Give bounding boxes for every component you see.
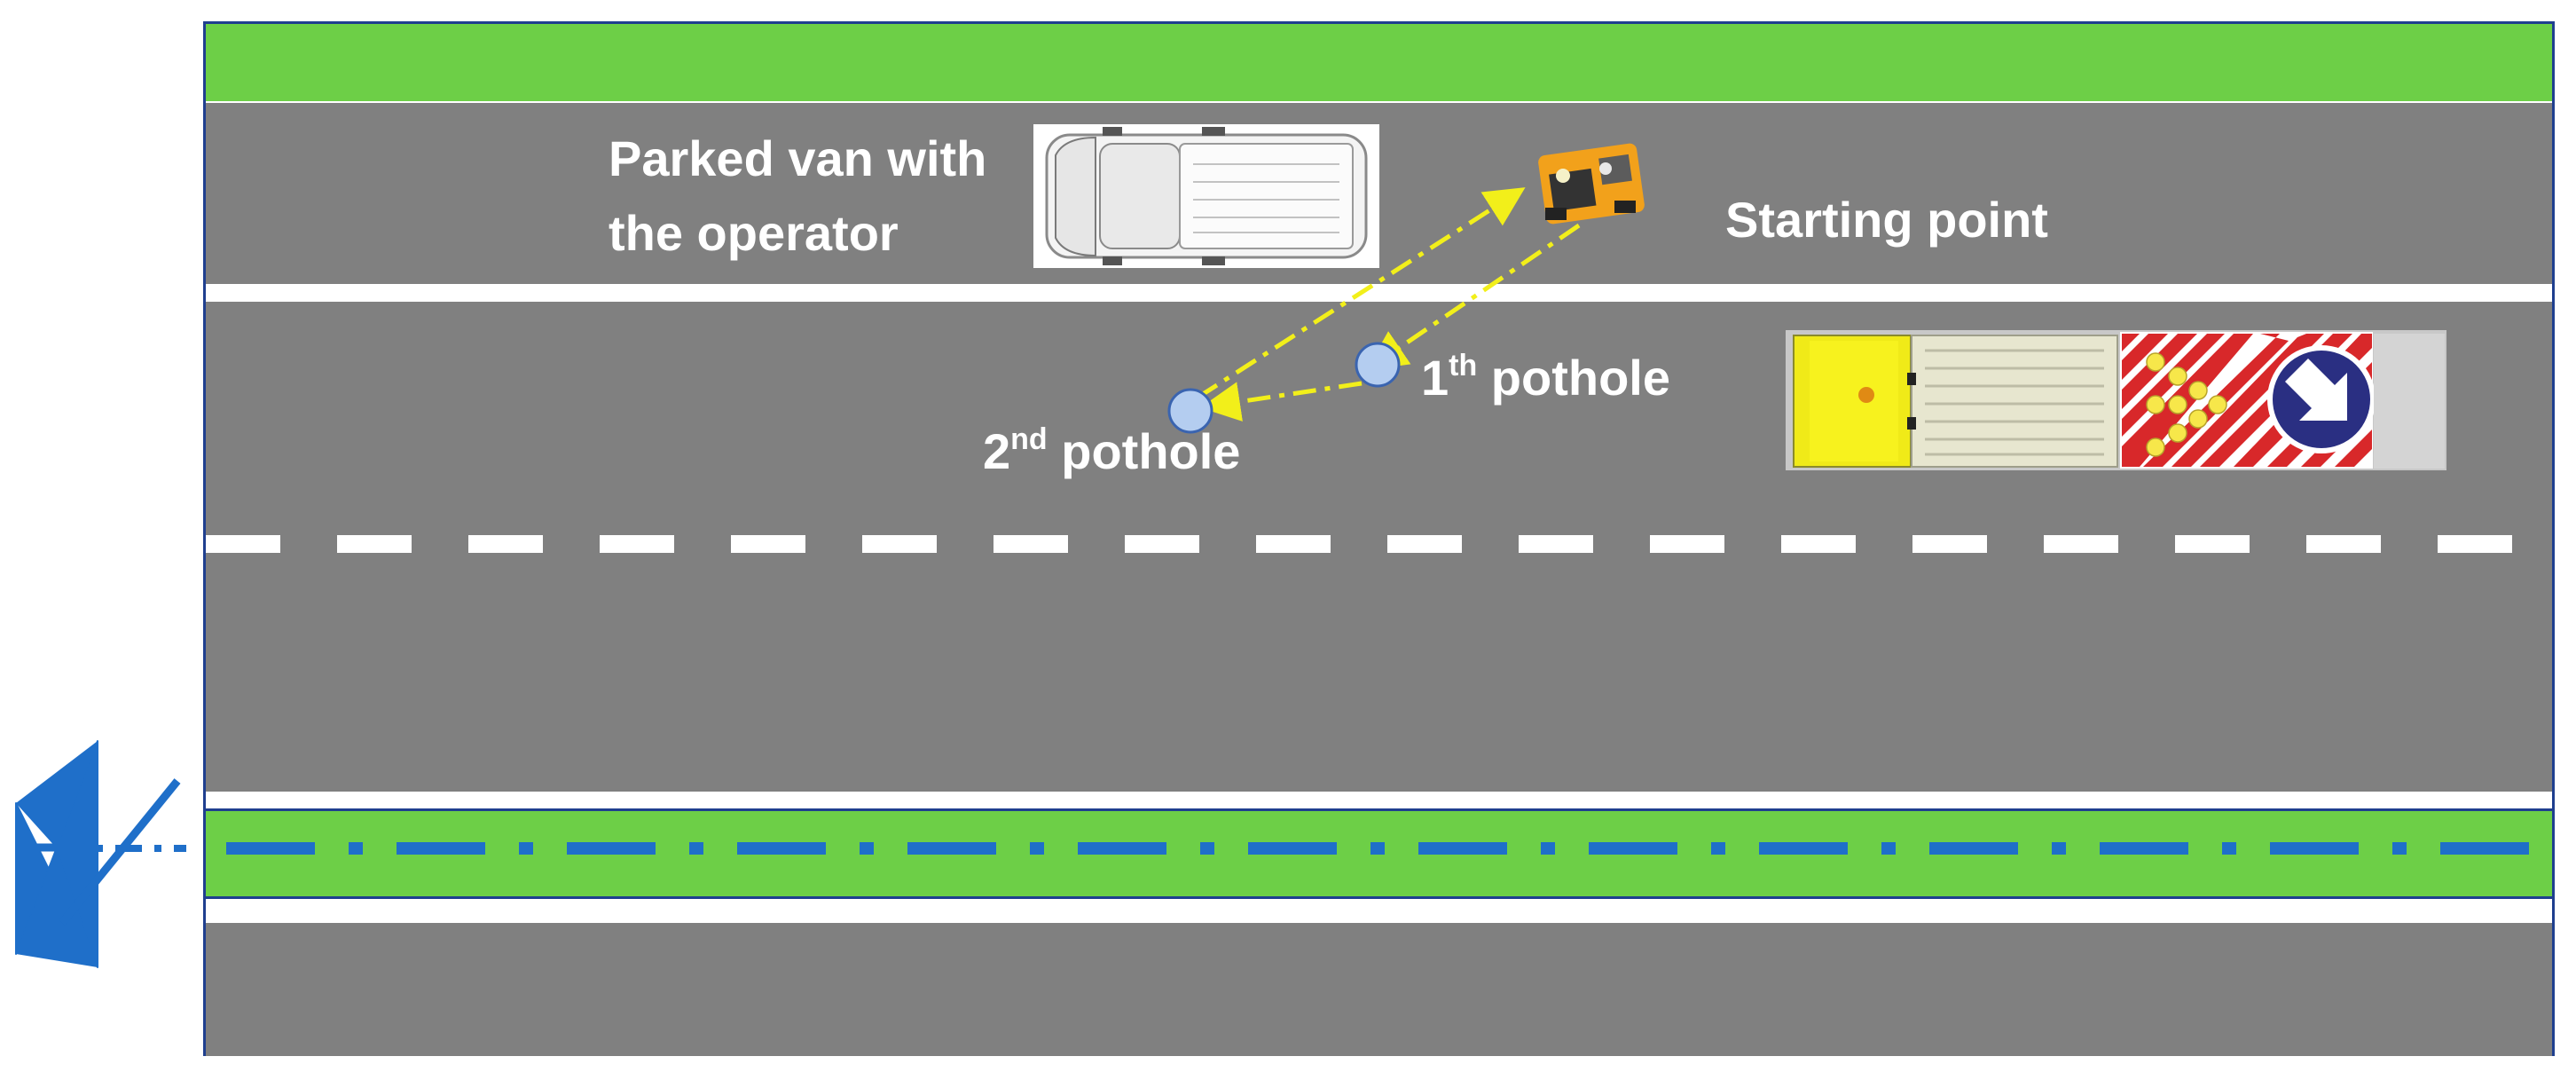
path-pothole1-to-pothole2 — [1200, 381, 1363, 422]
pothole-1-suffix: th — [1449, 349, 1477, 382]
robot-path — [1196, 187, 1581, 422]
lane-dash — [862, 535, 937, 553]
edge-line-top — [206, 792, 2555, 808]
pothole-1-number: 1 — [1421, 350, 1449, 406]
frame-right-border — [2552, 21, 2555, 1056]
lane-dash — [337, 535, 412, 553]
lane-dash — [1519, 535, 1593, 553]
median-border-bottom — [206, 896, 2555, 899]
lane-dash — [2306, 535, 2381, 553]
path-pothole2-to-start — [1196, 187, 1526, 400]
dashed-lane-divider — [206, 535, 2512, 553]
parking-lane-line — [206, 284, 2555, 302]
pothole-1-label: 1th pothole — [1421, 349, 1670, 406]
path-start-to-pothole1 — [1366, 223, 1581, 371]
frame-top-border — [206, 21, 2555, 24]
pothole-2-number: 2 — [983, 423, 1010, 479]
van-label-line1: Parked van with — [609, 130, 986, 186]
lane-dash — [1650, 535, 1724, 553]
lane-dash — [1125, 535, 1199, 553]
road-repair-robot-icon — [1538, 143, 1645, 225]
pothole-2-text: pothole — [1048, 423, 1241, 479]
lane-dash — [1912, 535, 1987, 553]
lane-dash — [731, 535, 805, 553]
pothole-2-label: 2nd pothole — [983, 422, 1240, 479]
pothole-2-marker — [1167, 388, 1213, 434]
frame-left-border — [203, 21, 206, 1056]
edge-line-bottom — [206, 900, 2555, 923]
road-profile-symbol-icon — [15, 740, 186, 968]
lane-dash — [993, 535, 1068, 553]
van-label-line2: the operator — [609, 205, 899, 261]
van-top-view-icon — [1033, 124, 1379, 268]
lane-dash — [1256, 535, 1331, 553]
lane-dash — [2175, 535, 2250, 553]
starting-point-label: Starting point — [1725, 192, 2048, 248]
pothole-1-marker — [1355, 342, 1401, 388]
lane-dash — [206, 535, 280, 553]
signal-truck-icon — [1786, 330, 2446, 470]
lane-dash — [468, 535, 543, 553]
pothole-1-text: pothole — [1477, 350, 1670, 406]
pothole-2-suffix: nd — [1010, 422, 1048, 456]
lane-dash — [600, 535, 674, 553]
lane-dash — [2438, 535, 2512, 553]
lane-dash — [2044, 535, 2118, 553]
lane-dash — [1387, 535, 1462, 553]
median-border-top — [206, 808, 2555, 811]
top-grass-strip — [206, 23, 2555, 101]
lane-dash — [1781, 535, 1856, 553]
opposite-carriageway — [206, 923, 2555, 1056]
